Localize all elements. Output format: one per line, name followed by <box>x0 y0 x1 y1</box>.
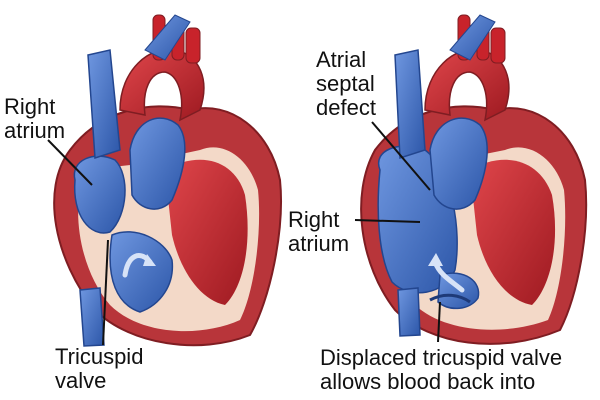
label-line: atrium <box>4 118 66 143</box>
inferior-vena-cava <box>79 287 105 347</box>
label-right-atrium: Right atrium <box>4 95 65 143</box>
displaced-tricuspid-valve <box>429 293 471 304</box>
label-line: Right <box>4 94 56 119</box>
normal-heart <box>47 14 282 347</box>
label-line: allows blood back into <box>320 369 536 394</box>
blood-flow-arrowhead <box>143 254 156 266</box>
aorta <box>119 48 205 122</box>
label-tricuspid-valve: Tricuspid valve <box>55 345 143 393</box>
superior-vena-cava <box>87 49 121 160</box>
pulmonary-trunk <box>429 117 488 210</box>
left-ventricle <box>165 159 248 305</box>
label-line: Displaced tricuspid valve <box>320 345 563 370</box>
label-atrial-septal-defect: Atrial septal defect <box>316 48 376 120</box>
aortic-branch <box>490 27 506 64</box>
left-ventricle <box>470 159 556 305</box>
right-ventricle <box>109 231 174 313</box>
label-displaced-tricuspid-valve: Displaced tricuspid valve allows blood b… <box>320 346 562 394</box>
leader-right-atrium <box>47 139 93 186</box>
label-right-atrium-ebstein: Right atrium <box>288 208 349 256</box>
pulmonary-artery <box>144 14 191 61</box>
superior-vena-cava <box>394 49 426 160</box>
leader-tricuspid <box>102 239 109 346</box>
leader-asd <box>371 121 431 191</box>
label-line: Right <box>288 207 340 232</box>
inferior-vena-cava <box>397 287 421 337</box>
right-atrium <box>73 155 126 234</box>
label-line: septal <box>316 71 375 96</box>
label-line: defect <box>316 95 376 120</box>
leader-right-atrium-2 <box>354 219 421 223</box>
aorta <box>424 48 510 122</box>
label-line: atrium <box>288 231 350 256</box>
pulmonary-trunk <box>129 117 186 210</box>
backflow-arrowhead <box>428 253 443 266</box>
pulmonary-artery <box>449 14 496 61</box>
label-line: Atrial <box>316 47 367 72</box>
leader-displaced <box>437 301 441 343</box>
label-line: valve <box>55 368 107 393</box>
label-line: Tricuspid <box>55 344 144 369</box>
ebstein-heart <box>354 14 588 345</box>
aortic-branch <box>185 27 201 64</box>
